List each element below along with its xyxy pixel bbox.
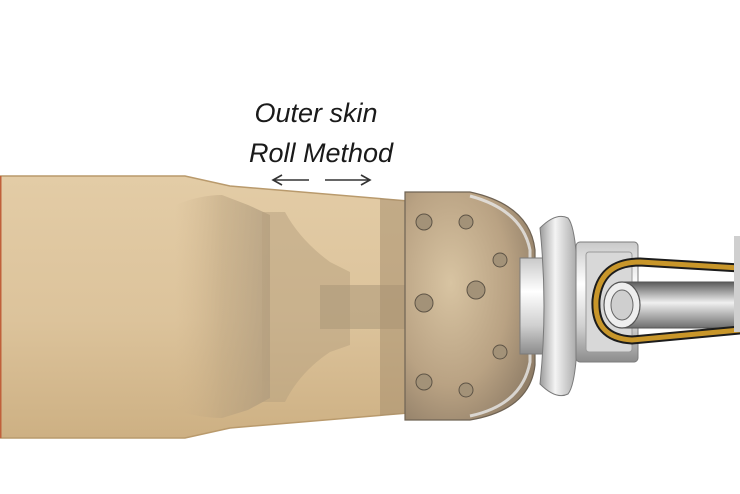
bolt <box>415 213 433 231</box>
bolt <box>458 382 474 398</box>
bolt <box>458 214 474 230</box>
drive-cable <box>591 257 740 345</box>
right-edge-block <box>734 236 740 332</box>
bolt <box>415 373 433 391</box>
annotation-line-2: Roll Method <box>249 138 394 168</box>
output-rod <box>603 281 740 329</box>
double-arrow-icon <box>271 174 372 186</box>
flared-flange <box>539 215 579 397</box>
inner-flange <box>175 195 270 418</box>
annotation: Outer skin Roll Method <box>249 98 394 186</box>
bolt <box>466 280 486 300</box>
bolt <box>492 344 508 360</box>
bolt <box>414 293 434 313</box>
bolt <box>492 252 508 268</box>
dome-end-cap <box>404 191 536 421</box>
annotation-line-1: Outer skin <box>254 98 377 128</box>
